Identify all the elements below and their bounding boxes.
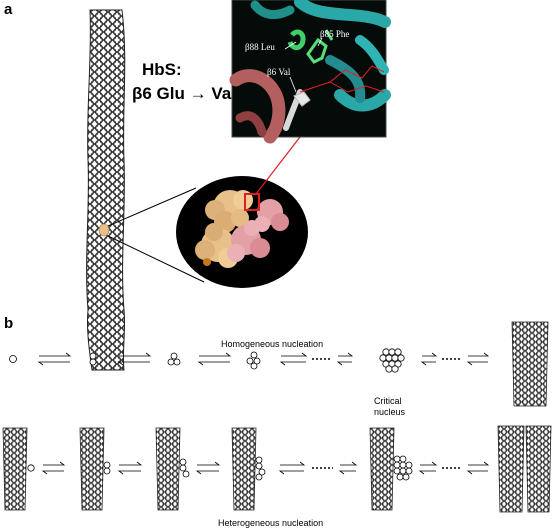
host-fiber [2,427,28,511]
structure-inset: β88 Leu β85 Phe β6 Val [229,0,391,144]
residue-label-beta85-phe: β85 Phe [320,29,349,39]
pink-tetramer-bottom [227,220,270,262]
residue-label-beta6-val: β6 Val [267,67,291,77]
mutation-title-line2: β6 Glu → Val [132,84,236,103]
homogeneous-nucleation-label: Homogeneous nucleation [221,339,323,349]
homogeneous-row [9,321,549,407]
equilibrium-arrow [41,461,66,475]
equilibrium-arrow-dotted [279,352,354,366]
equilibrium-arrow [197,352,232,366]
panel-b-label: b [4,315,13,332]
critical-nucleus-label-line1: Critical [374,396,402,406]
fiber-cross-section [176,176,308,288]
fiber-highlight-tetramer [98,223,110,237]
equilibrium-arrow [117,461,143,475]
equilibrium-arrow-dotted [420,352,490,366]
inset-connector-line [255,136,301,195]
host-fiber [155,427,181,511]
monomer [9,355,17,363]
residue-label-beta88-leu: β88 Leu [245,42,275,52]
panel-a-label: a [4,1,13,18]
tan-tetramer-bottom [195,223,238,268]
dimer [89,352,97,366]
equilibrium-arrow [117,352,152,366]
heterogeneous-nucleation-label: Heterogeneous nucleation [218,518,323,528]
double-fiber-right [525,425,552,513]
mutation-title-line1: HbS: [142,60,182,79]
host-fiber [79,427,105,511]
trimer [167,352,181,366]
critical-nucleus-cluster [379,348,405,373]
polymer-fiber [511,321,549,407]
equilibrium-arrow [37,352,72,366]
zoom-line-upper [107,187,197,227]
contact-region-box [244,193,260,211]
equilibrium-arrow-dotted [418,461,490,475]
tetramer-cluster [246,351,261,370]
sickle-hemoglobin-fiber [86,9,126,371]
zoom-line-lower [107,235,205,283]
equilibrium-arrow [195,461,221,475]
heterogeneous-row [2,425,552,513]
host-fiber [231,427,257,511]
equilibrium-arrow-dotted [278,461,358,475]
critical-nucleus-label-line2: nucleus [374,407,406,417]
host-fiber [369,427,395,511]
double-fiber-left [497,425,525,513]
